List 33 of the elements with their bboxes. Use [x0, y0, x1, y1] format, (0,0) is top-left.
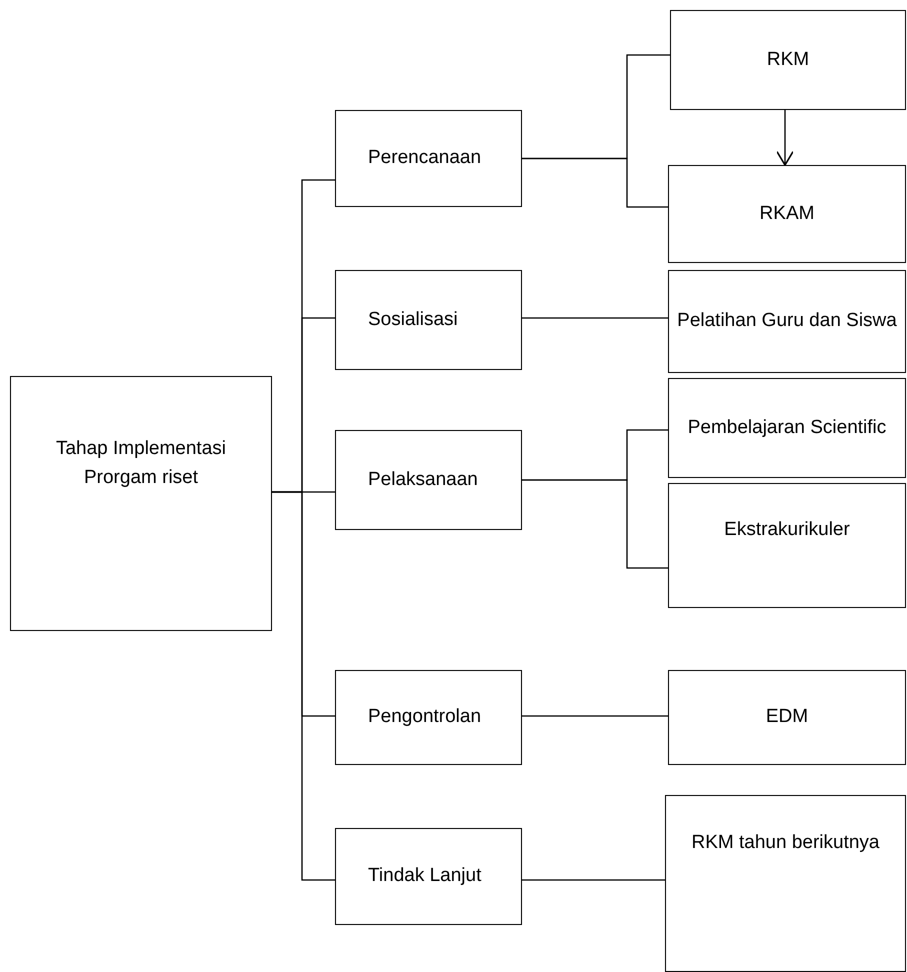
box-label: Tahap Implementasi Prorgam riset	[54, 437, 228, 490]
connector-line	[522, 317, 668, 319]
process-box	[665, 795, 906, 972]
box-label: Pengontrolan	[368, 705, 482, 730]
arrow	[776, 110, 794, 166]
process-box	[668, 378, 906, 478]
connector-line	[522, 479, 668, 569]
process-box	[668, 670, 906, 765]
process-box	[668, 270, 906, 373]
process-box	[335, 430, 522, 530]
connector-line	[522, 158, 668, 208]
process-box	[668, 165, 906, 263]
box-label: Pembelajaran Scientific	[688, 416, 886, 440]
process-box	[335, 270, 522, 370]
box-label: Pelatihan Guru dan Siswa	[677, 309, 897, 334]
process-box	[335, 110, 522, 207]
connector-line	[522, 879, 665, 881]
connector-line	[272, 491, 335, 881]
process-box	[668, 483, 906, 608]
box-label: Pelaksanaan	[368, 468, 478, 492]
process-box	[10, 376, 272, 631]
box-label: Ekstrakurikuler	[724, 518, 850, 542]
box-label: Sosialisasi	[368, 308, 458, 332]
box-label: RKM tahun berikutnya	[692, 831, 880, 856]
process-box	[670, 10, 906, 110]
box-label: RKAM	[760, 202, 814, 226]
process-box	[335, 670, 522, 765]
box-label: Tindak Lanjut	[368, 864, 482, 888]
box-label: EDM	[766, 705, 808, 730]
box-label: RKM	[766, 48, 810, 72]
connector-line	[522, 715, 668, 717]
box-label: Perencanaan	[368, 146, 482, 170]
process-box	[335, 828, 522, 925]
